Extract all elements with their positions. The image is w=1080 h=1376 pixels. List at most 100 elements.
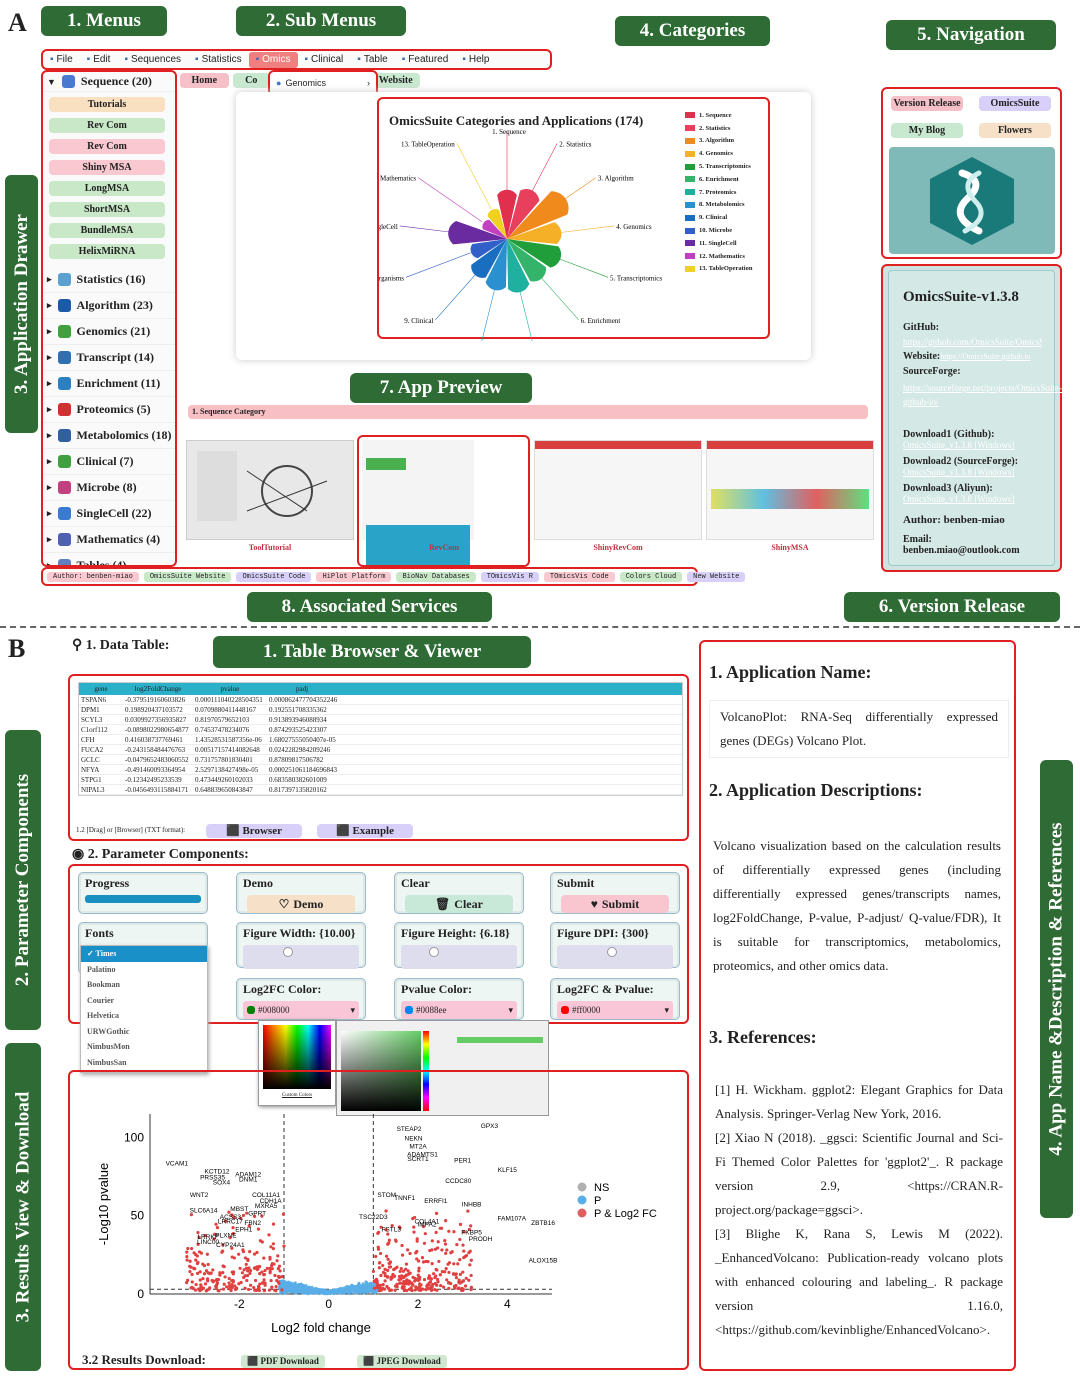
font-option[interactable]: NimbusMon [87, 1042, 130, 1051]
service-link[interactable]: Author: benben-miao [47, 571, 139, 582]
pvalue-color-select[interactable]: #0088ee▾ [401, 1001, 517, 1019]
drawer-category[interactable]: ▸Algorithm (23) [43, 293, 175, 319]
download3-link[interactable]: OmicsSuite_v1.3.8 [Windows] [903, 494, 1015, 504]
demo-button[interactable]: ♡ Demo [247, 895, 355, 913]
drawer-category[interactable]: ▸Microbe (8) [43, 475, 175, 501]
volcano-point-sig [447, 1270, 451, 1275]
font-option[interactable]: Palatino [87, 964, 116, 974]
volcano-point-sig [221, 1249, 225, 1253]
service-link[interactable]: OmicsSuite Code [236, 571, 312, 582]
fig-height-slider[interactable] [401, 945, 517, 969]
jpeg-download-button[interactable]: ⬛ JPEG Download [357, 1355, 447, 1368]
menu-help[interactable]: ▪Help [455, 54, 496, 65]
drawer-category[interactable]: ▸SingleCell (22) [43, 501, 175, 527]
submit-button[interactable]: ♥ Submit [561, 895, 669, 913]
param-components-tag: 2. Parameter Components [5, 730, 41, 1030]
drawer-category[interactable]: ▸Metabolomics (18) [43, 423, 175, 449]
menu-statistics[interactable]: ▪Statistics [188, 54, 249, 65]
drawer-category[interactable]: ▸Enrichment (11) [43, 371, 175, 397]
drawer-tool-item[interactable]: LongMSA [49, 181, 165, 196]
service-link[interactable]: Colors Cloud [619, 571, 683, 582]
both-color-select[interactable]: #ff0000▾ [557, 1001, 673, 1019]
drawer-category[interactable]: ▸Mathematics (4) [43, 527, 175, 553]
service-link[interactable]: New Website [687, 571, 746, 582]
legend-label: 11. SingleCell [699, 239, 737, 247]
drawer-category[interactable]: ▸Statistics (16) [43, 267, 175, 293]
service-link[interactable]: TOmicsVis R [480, 571, 539, 582]
preview-shinyrevcom[interactable] [534, 440, 702, 540]
website-link[interactable]: https://OmicsSuite.github.io [940, 352, 1031, 361]
table-header-cell[interactable]: pvalue [220, 685, 240, 693]
table-header-cell[interactable]: gene [94, 685, 108, 693]
drawer-tool-item[interactable]: Tutorials [49, 97, 165, 112]
nav-flowers[interactable]: Flowers [979, 123, 1051, 138]
color-grid-popup[interactable]: Custom Colors [258, 1020, 336, 1106]
results-tag: 3. Results View & Download [5, 1043, 41, 1371]
log2fc-color-select[interactable]: #008000▾ [243, 1001, 359, 1019]
drawer-tool-item[interactable]: HelixMiRNA [49, 244, 165, 259]
submenu-item-genomics[interactable]: ●Genomics› [276, 75, 370, 91]
tab-home[interactable]: Home [180, 73, 229, 88]
service-link[interactable]: TOmicsVis Code [543, 571, 615, 582]
font-option[interactable]: URWGothic [87, 1026, 130, 1036]
nav-omicssuite[interactable]: OmicsSuite [979, 96, 1051, 111]
tab-website[interactable]: Website [371, 73, 420, 88]
menu-featured[interactable]: ▪Featured [395, 54, 456, 65]
drawer-tool-item[interactable]: Rev Com [49, 139, 165, 154]
drawer-category[interactable]: ▸Proteomics (5) [43, 397, 175, 423]
drawer-tool-item[interactable]: Rev Com [49, 118, 165, 133]
example-button[interactable]: ⬛ Example [317, 824, 413, 838]
menu-table[interactable]: ▪Table [350, 54, 394, 65]
download2-link[interactable]: OmicsSuite_v1.3.8 [Windows] [903, 467, 1015, 477]
font-option[interactable]: Bookman [87, 980, 120, 989]
nav-my-blog[interactable]: My Blog [891, 123, 963, 138]
github-link[interactable]: https://github.com/OmicsSuite/OmicsSuite… [903, 337, 1042, 347]
font-option[interactable]: NimbusSan [87, 1057, 127, 1067]
drawer-tool-item[interactable]: BundleMSA [49, 223, 165, 238]
menu-sequences[interactable]: ▪Sequences [117, 54, 188, 65]
preview-shinymsa[interactable] [706, 440, 874, 540]
nav-version-release[interactable]: Version Release [891, 96, 963, 111]
drawer-tool-item[interactable]: Shiny MSA [49, 160, 165, 175]
browser-button[interactable]: ⬛ Browser [206, 824, 302, 838]
font-option[interactable]: Courier [87, 995, 115, 1005]
custom-colors-link[interactable]: Custom Colors [281, 1093, 313, 1098]
service-link[interactable]: HiPlot Platform [316, 571, 392, 582]
tab-co[interactable]: Co [232, 73, 270, 88]
menu-omics[interactable]: ▪Omics [248, 51, 298, 68]
font-option[interactable]: ✓ Times [81, 946, 207, 962]
drawer-tool-item[interactable]: ShortMSA [49, 202, 165, 217]
service-link[interactable]: BioNav Databases [396, 571, 476, 582]
menu-clinical[interactable]: ▪Clinical [298, 54, 351, 65]
menu-edit[interactable]: ▪Edit [80, 54, 118, 65]
preview-tooltutorial[interactable] [186, 440, 354, 540]
font-option[interactable]: Helvetica [87, 1011, 119, 1020]
clear-button[interactable]: 🗑 Clear [405, 895, 513, 913]
drawer-category[interactable]: ▸Tables (4) [43, 553, 175, 565]
drawer-category[interactable]: ▸Genomics (21) [43, 319, 175, 345]
drawer-sequence-header[interactable]: ▼ Sequence (20) [43, 72, 175, 92]
menu-file[interactable]: ▪File [43, 54, 80, 65]
download1-link[interactable]: OmicsSuite_v1.3.8 [Windows] [903, 440, 1015, 450]
drawer-category[interactable]: ▸Clinical (7) [43, 449, 175, 475]
sourceforge-link[interactable]: https://sourceforge.net/projects/OmicsSu… [903, 383, 1063, 407]
table-header-cell[interactable]: padj [295, 685, 309, 693]
preview-revcom[interactable] [362, 440, 474, 565]
table-header-cell[interactable]: log2FoldChange [134, 685, 182, 693]
fig-width-slider[interactable] [243, 945, 359, 969]
service-link[interactable]: OmicsSuite Website [143, 571, 232, 582]
pdf-download-button[interactable]: ⬛ PDF Download [241, 1355, 325, 1368]
drawer-category[interactable]: ▸Transcript (14) [43, 345, 175, 371]
fig-dpi-slider[interactable] [557, 945, 673, 969]
